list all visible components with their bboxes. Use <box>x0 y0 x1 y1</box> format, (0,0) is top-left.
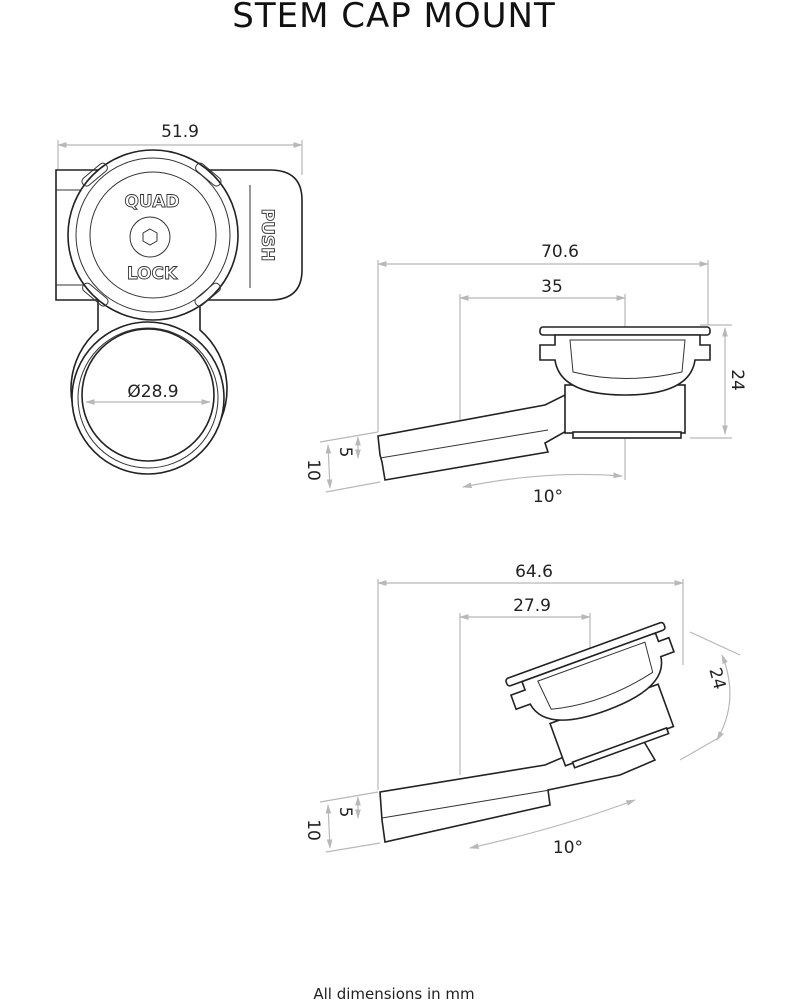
base-knurl <box>571 726 670 769</box>
mount-head <box>539 334 711 396</box>
offset-dimension: 27.9 <box>513 596 551 616</box>
thin-dimension: 5 <box>335 807 355 818</box>
thin-dimension: 5 <box>335 447 355 458</box>
logo-quad: QUAD <box>124 192 179 212</box>
angle-dimension: 10° <box>533 487 563 507</box>
side-view-straight: 70.6 35 24 5 10 10° <box>303 242 747 507</box>
angle-dimension: 10° <box>553 838 583 858</box>
center-screw <box>129 216 171 258</box>
side-view-tilted: 64.6 27.9 24 5 10 10° <box>303 562 741 858</box>
top-view: 51.9 Ø28.9 PUSH QUAD LOCK <box>55 122 303 475</box>
hex-bolt-icon <box>142 228 158 246</box>
page-title: STEM CAP MOUNT <box>232 0 555 36</box>
width-dimension: 51.9 <box>161 122 199 142</box>
mount-head <box>509 631 675 721</box>
lock-disc <box>67 149 239 321</box>
thick-dimension: 10 <box>303 459 323 481</box>
height-dimension: 24 <box>704 666 729 692</box>
length-dimension: 64.6 <box>515 562 553 582</box>
diameter-dimension: Ø28.9 <box>127 382 178 402</box>
units-note: All dimensions in mm <box>313 985 474 1000</box>
base-knurl <box>572 431 682 439</box>
push-label: PUSH <box>257 209 277 262</box>
height-dimension: 24 <box>727 369 747 391</box>
thick-dimension: 10 <box>303 819 323 841</box>
length-dimension: 70.6 <box>541 242 579 262</box>
logo-lock: LOCK <box>127 264 178 284</box>
offset-dimension: 35 <box>541 277 563 297</box>
